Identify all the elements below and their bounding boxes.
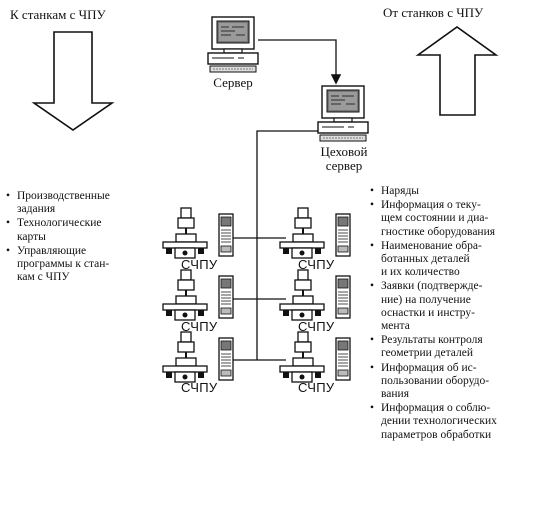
list-item: Производственные задания <box>5 190 155 216</box>
cnc-machine-icon <box>279 207 351 259</box>
list-item: Заявки (подтвержде- ние) на получение ос… <box>369 280 541 333</box>
cnc-machine-icon <box>279 331 351 383</box>
down-arrow-icon <box>31 31 115 131</box>
cnc-label: СЧПУ <box>298 257 335 272</box>
cnc-label: СЧПУ <box>181 319 218 334</box>
list-item: Информация об ис- пользовании оборудо- в… <box>369 362 541 402</box>
list-item: Информация о соблю- дении технологически… <box>369 402 541 442</box>
list-item: Наименование обра- ботанных деталей и их… <box>369 240 541 280</box>
shop-server-computer-icon <box>317 85 369 142</box>
list-item: Результаты контроля геометрии деталей <box>369 334 541 360</box>
cnc-label: СЧПУ <box>298 380 335 395</box>
list-item: Наряды <box>369 185 541 198</box>
cnc-label: СЧПУ <box>181 380 218 395</box>
to-cnc-list: Производственные задания Технологические… <box>5 190 155 285</box>
from-cnc-list: Наряды Информация о теку- щем состоянии … <box>369 185 541 443</box>
to-cnc-heading: К станкам с ЧПУ <box>10 7 106 22</box>
server-computer-icon <box>207 16 259 73</box>
list-item: Информация о теку- щем состоянии и диа- … <box>369 199 541 239</box>
cnc-label: СЧПУ <box>181 257 218 272</box>
cnc-machine-icon <box>162 207 234 259</box>
cnc-label: СЧПУ <box>298 319 335 334</box>
list-item: Управляющие программы к стан- кам с ЧПУ <box>5 245 155 285</box>
cnc-machine-icon <box>162 269 234 321</box>
from-cnc-heading: От станков с ЧПУ <box>383 5 484 20</box>
bus-feed-line <box>256 130 318 360</box>
up-arrow-icon <box>415 26 499 116</box>
cnc-machine-icon <box>162 331 234 383</box>
server-label: Сервер <box>213 75 253 90</box>
cnc-machine-icon <box>279 269 351 321</box>
server-link-line <box>258 39 342 85</box>
bus-branches <box>232 237 286 361</box>
shop-server-label: Цеховой сервер <box>320 144 368 173</box>
list-item: Технологические карты <box>5 217 155 243</box>
